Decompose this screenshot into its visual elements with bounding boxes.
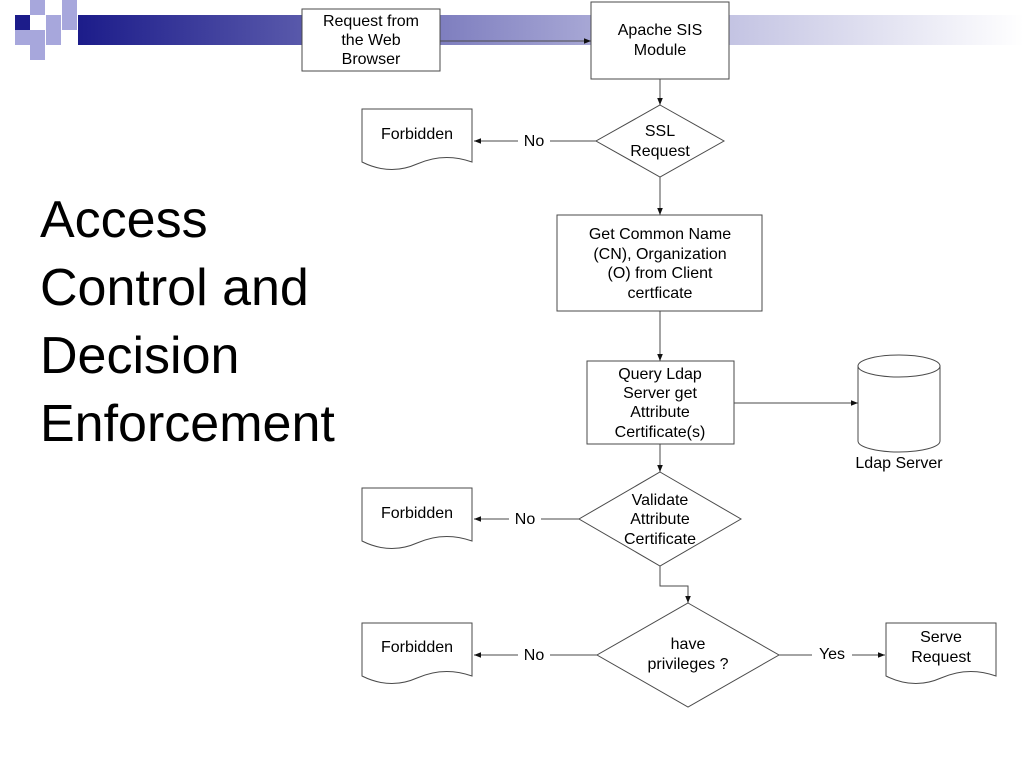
title-line: Enforcement — [40, 395, 335, 453]
decor-square — [15, 15, 30, 30]
decor-squares — [15, 0, 77, 60]
forbidden-label: Forbidden — [381, 505, 453, 522]
get-cn-box — [556, 214, 763, 312]
validate-label: Certificate — [624, 531, 696, 548]
edge-label-bg — [509, 509, 541, 528]
query-ldap-label: Server get — [623, 385, 697, 402]
privileges-label: have — [671, 636, 706, 653]
get-cn-label: (CN), Organization — [593, 246, 726, 263]
title-line: Decision — [40, 327, 240, 385]
edge-label-yes: Yes — [819, 646, 845, 663]
decor-square — [62, 15, 77, 30]
edge-label-no: No — [524, 647, 545, 664]
slide-title: Access Control and Decision Enforcement — [40, 186, 370, 458]
decor-square — [46, 15, 61, 30]
serve-document — [885, 622, 997, 684]
request-label: Request from — [323, 13, 419, 30]
decor-square — [30, 0, 45, 15]
ldap-server-cylinder — [857, 366, 941, 453]
decor-square — [15, 30, 30, 45]
connector-validate-to-privileges — [659, 566, 691, 603]
forbidden-document-2 — [361, 487, 473, 549]
get-cn-label: certficate — [628, 285, 693, 302]
ssl-decision — [594, 104, 726, 178]
serve-label: Serve — [920, 629, 962, 646]
query-ldap-box — [586, 360, 735, 445]
query-ldap-label: Query Ldap — [618, 366, 702, 383]
decor-square — [30, 45, 45, 60]
decor-square — [62, 0, 77, 15]
title-line: Control and — [40, 259, 309, 317]
request-box — [301, 8, 441, 72]
banner-gradient-strip — [78, 15, 1024, 45]
ssl-label: SSL — [645, 123, 675, 140]
edge-label-no: No — [524, 133, 545, 150]
request-label: the Web — [341, 32, 400, 49]
query-ldap-label: Certificate(s) — [615, 424, 706, 441]
get-cn-label: Get Common Name — [589, 226, 731, 243]
title-line: Access — [40, 191, 208, 249]
module-label: Apache SIS — [618, 22, 703, 39]
edge-label-bg — [518, 645, 550, 664]
forbidden-document-3 — [361, 622, 473, 684]
module-box — [590, 1, 730, 80]
forbidden-label: Forbidden — [381, 639, 453, 656]
privileges-label: privileges ? — [648, 656, 729, 673]
module-label: Module — [634, 42, 687, 59]
header-banner — [15, 0, 1024, 60]
privileges-decision — [595, 602, 781, 708]
validate-label: Validate — [632, 492, 689, 509]
request-label: Browser — [342, 51, 401, 68]
forbidden-document-1 — [361, 108, 473, 170]
validate-decision — [578, 471, 742, 567]
edge-label-bg — [518, 131, 550, 150]
edge-label-bg — [812, 644, 852, 663]
ldap-server-cylinder-top — [857, 354, 941, 378]
serve-label: Request — [911, 649, 971, 666]
ldap-server-label: Ldap Server — [855, 455, 943, 472]
decor-square — [30, 30, 45, 45]
forbidden-label: Forbidden — [381, 126, 453, 143]
edge-label-no: No — [515, 511, 536, 528]
ssl-label: Request — [630, 143, 690, 160]
get-cn-label: (O) from Client — [608, 265, 713, 282]
decor-square — [46, 30, 61, 45]
query-ldap-label: Attribute — [630, 404, 690, 421]
validate-label: Attribute — [630, 511, 690, 528]
